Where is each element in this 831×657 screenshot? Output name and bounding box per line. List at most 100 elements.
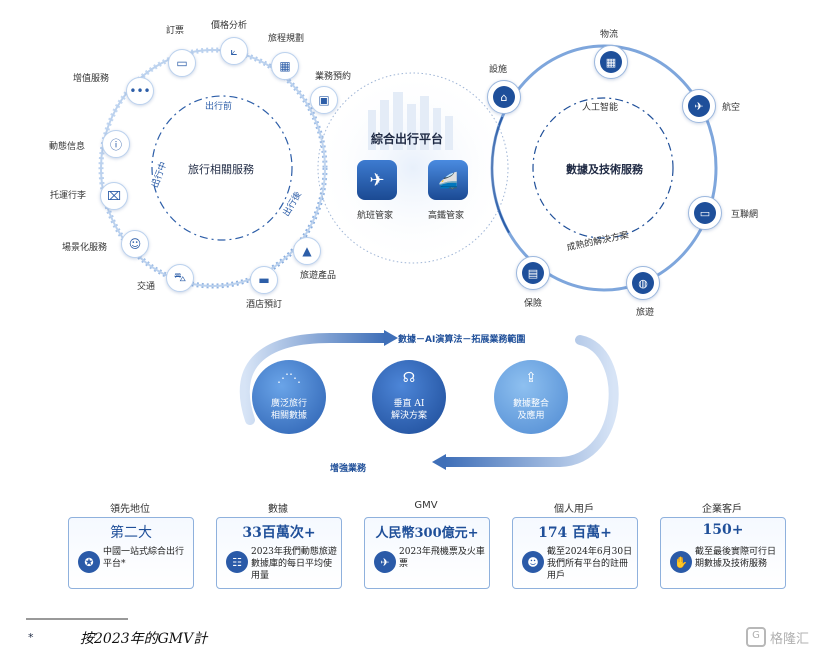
briefcase-icon: ▣	[318, 93, 330, 107]
more-icon: •••	[129, 84, 151, 98]
mountain-node[interactable]: ▲	[293, 237, 321, 265]
item-label: 旅遊產品	[300, 271, 337, 281]
stat-category: 個人用戶	[554, 504, 594, 515]
item-label: 互聯網	[731, 210, 759, 220]
right-ring-center-label: 數據及技術服務	[566, 163, 643, 176]
stat-card-leading: 第二大 ✪ 中國一站式綜合出行平台*	[68, 517, 194, 589]
luggage-icon: ⌧	[107, 189, 121, 203]
bed-icon: ▬	[258, 273, 270, 287]
plane-icon: ✈	[694, 99, 704, 113]
bubble-line: 解決方案	[390, 411, 427, 421]
briefcase-node[interactable]: ▣	[310, 86, 338, 114]
mountain-icon: ▲	[302, 244, 312, 258]
stat-card-enterprise: 150+ ✋ 截至最後實際可行日期數據及技術服務	[660, 517, 786, 589]
bubble-line: 及應用	[517, 411, 545, 421]
footnote-mark: *	[28, 631, 34, 644]
stat-category: 數據	[268, 504, 288, 515]
train-app-tile[interactable]: 🚄	[428, 160, 468, 200]
stat-desc: 截至2024年6月30日我們所有平台的註冊用戶	[547, 547, 633, 581]
flight-app-icon: ✈	[369, 169, 385, 191]
users-icon: ☻	[522, 551, 544, 573]
aviation-node[interactable]: ✈	[682, 89, 716, 123]
calendar-node[interactable]: ▦	[271, 52, 299, 80]
more-node[interactable]: •••	[126, 77, 154, 105]
database-icon: ☷	[226, 551, 248, 573]
platform-title: 綜合出行平台	[371, 132, 444, 146]
ai-head-icon: ☊	[402, 370, 416, 386]
stat-category: GMV	[414, 500, 438, 511]
info-node[interactable]: ⓘ	[102, 130, 130, 158]
stat-value: 150+	[702, 522, 744, 538]
stat-desc: 2023年我們動態旅遊數據庫的每日平均使用量	[251, 547, 337, 581]
stat-category: 領先地位	[110, 504, 150, 515]
award-icon: ✪	[78, 551, 100, 573]
car-node[interactable]: ⛍	[166, 264, 194, 292]
stat-card-gmv: 人民幣300億元+ ✈ 2023年飛機票及火車票	[364, 517, 490, 589]
tourism-node[interactable]: ◍	[626, 266, 660, 300]
internet-node[interactable]: ▭	[688, 196, 722, 230]
top-cycle-arrow	[239, 333, 390, 425]
item-label: 價格分析	[211, 21, 248, 31]
flight-app-label: 航班管家	[357, 211, 394, 221]
bubble-line: 廣泛旅行	[270, 399, 307, 409]
item-label: 保險	[524, 299, 543, 309]
info-icon: ⓘ	[109, 137, 122, 152]
handshake-icon: ✋	[670, 551, 692, 573]
train-app-icon: 🚄	[438, 170, 458, 190]
boxes-icon: ▦	[605, 55, 617, 69]
top-arrow-label: 數據－AI演算法－拓展業務範圍	[398, 335, 526, 345]
person-node[interactable]: ☺	[121, 230, 149, 258]
flight-app-tile[interactable]: ✈	[357, 160, 397, 200]
bed-node[interactable]: ▬	[250, 266, 278, 294]
bubble-integration: ⇪ 數據整合 及應用	[494, 360, 568, 434]
item-label: 增值服務	[73, 74, 110, 84]
data-icon: ⋰⋱	[277, 371, 301, 385]
bubble-data: ⋰⋱ 廣泛旅行 相關數據	[252, 360, 326, 434]
document-icon: ▤	[527, 266, 539, 280]
chart-node[interactable]: ⟀	[220, 37, 248, 65]
arc-label-before: 出行前	[205, 102, 233, 112]
insurance-node[interactable]: ▤	[516, 256, 550, 290]
item-label: 旅程規劃	[268, 34, 305, 44]
car-icon: ⛍	[173, 270, 187, 284]
facility-node[interactable]: ⌂	[487, 80, 521, 114]
item-label: 動態信息	[49, 142, 86, 152]
left-inner-ring	[151, 95, 293, 241]
upload-icon: ⇪	[525, 370, 537, 386]
item-label: 業務預約	[315, 72, 352, 82]
bubble-ai: ☊ 垂直 AI 解決方案	[372, 360, 446, 434]
calendar-icon: ▦	[279, 59, 291, 73]
right-arc-top: 人工智能	[582, 103, 619, 113]
stat-value: 174 百萬+	[538, 525, 612, 541]
ticket-node[interactable]: ▭	[168, 49, 196, 77]
watermark-text: 格隆汇	[770, 631, 810, 647]
watermark-icon: G	[746, 627, 766, 647]
logistics-node[interactable]: ▦	[594, 45, 628, 79]
stat-desc: 截至最後實際可行日期數據及技術服務	[695, 547, 777, 569]
ticket-icon: ▭	[176, 56, 188, 70]
chart-icon: ⟀	[230, 43, 238, 58]
bubble-line: 垂直 AI	[393, 399, 425, 409]
item-label: 航空	[722, 103, 741, 113]
bubble-line: 相關數據	[270, 411, 307, 421]
item-label: 場景化服務	[62, 243, 108, 253]
left-ring-center-label: 旅行相關服務	[188, 163, 254, 176]
skyline-decoration	[368, 92, 453, 150]
item-label: 設施	[489, 65, 508, 75]
luggage-node[interactable]: ⌧	[100, 182, 128, 210]
stat-value: 第二大	[110, 525, 152, 541]
stat-card-users: 174 百萬+ ☻ 截至2024年6月30日我們所有平台的註冊用戶	[512, 517, 638, 589]
train-app-label: 高鐵管家	[428, 211, 465, 221]
item-label: 托運行李	[50, 191, 87, 201]
right-inner-ring	[532, 97, 674, 239]
watermark-logo: G 格隆汇	[746, 627, 809, 647]
building-icon: ⌂	[500, 90, 508, 104]
item-label: 物流	[600, 30, 619, 40]
monitor-icon: ▭	[699, 206, 711, 220]
bottom-cycle-arrow	[440, 335, 619, 467]
stat-category: 企業客戶	[702, 504, 742, 515]
stat-value: 人民幣300億元+	[375, 526, 479, 541]
footnote-text: 按2023年的GMV計	[80, 631, 208, 647]
stat-desc: 中國一站式綜合出行平台*	[103, 547, 185, 569]
